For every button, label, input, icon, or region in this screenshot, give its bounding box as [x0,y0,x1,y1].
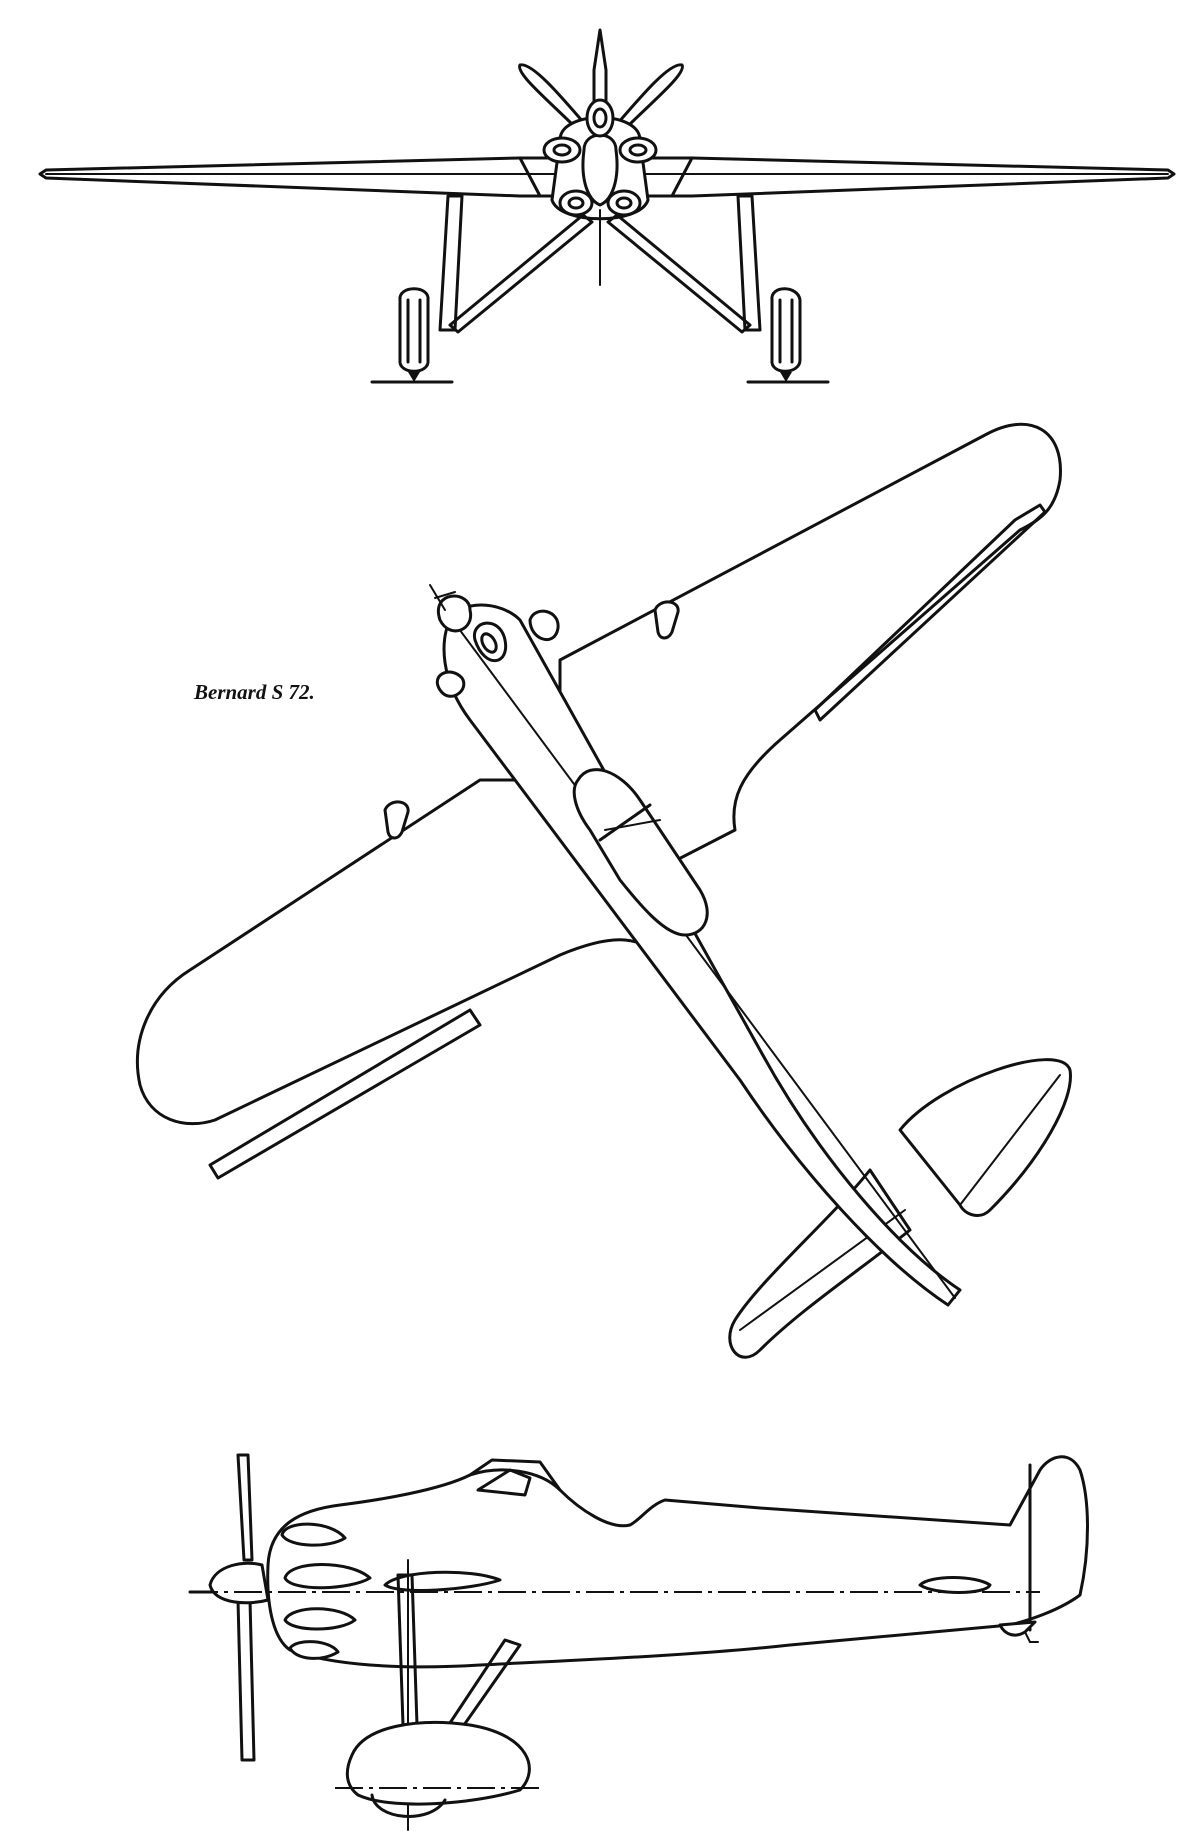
front-view [38,28,1176,384]
top-view [135,422,1072,1359]
side-view [188,1453,1089,1831]
top-view-fuselage [429,584,962,1307]
drawing-caption: Bernard S 72. [194,680,315,704]
front-view-engine [542,98,658,286]
side-view-engine-fairings [280,1522,502,1660]
side-view-fuselage [266,1455,1089,1669]
side-view-propeller [188,1453,270,1762]
side-view-landing-gear [335,1559,540,1831]
top-view-wing [135,422,1062,1180]
front-view-landing-gear [370,194,830,384]
